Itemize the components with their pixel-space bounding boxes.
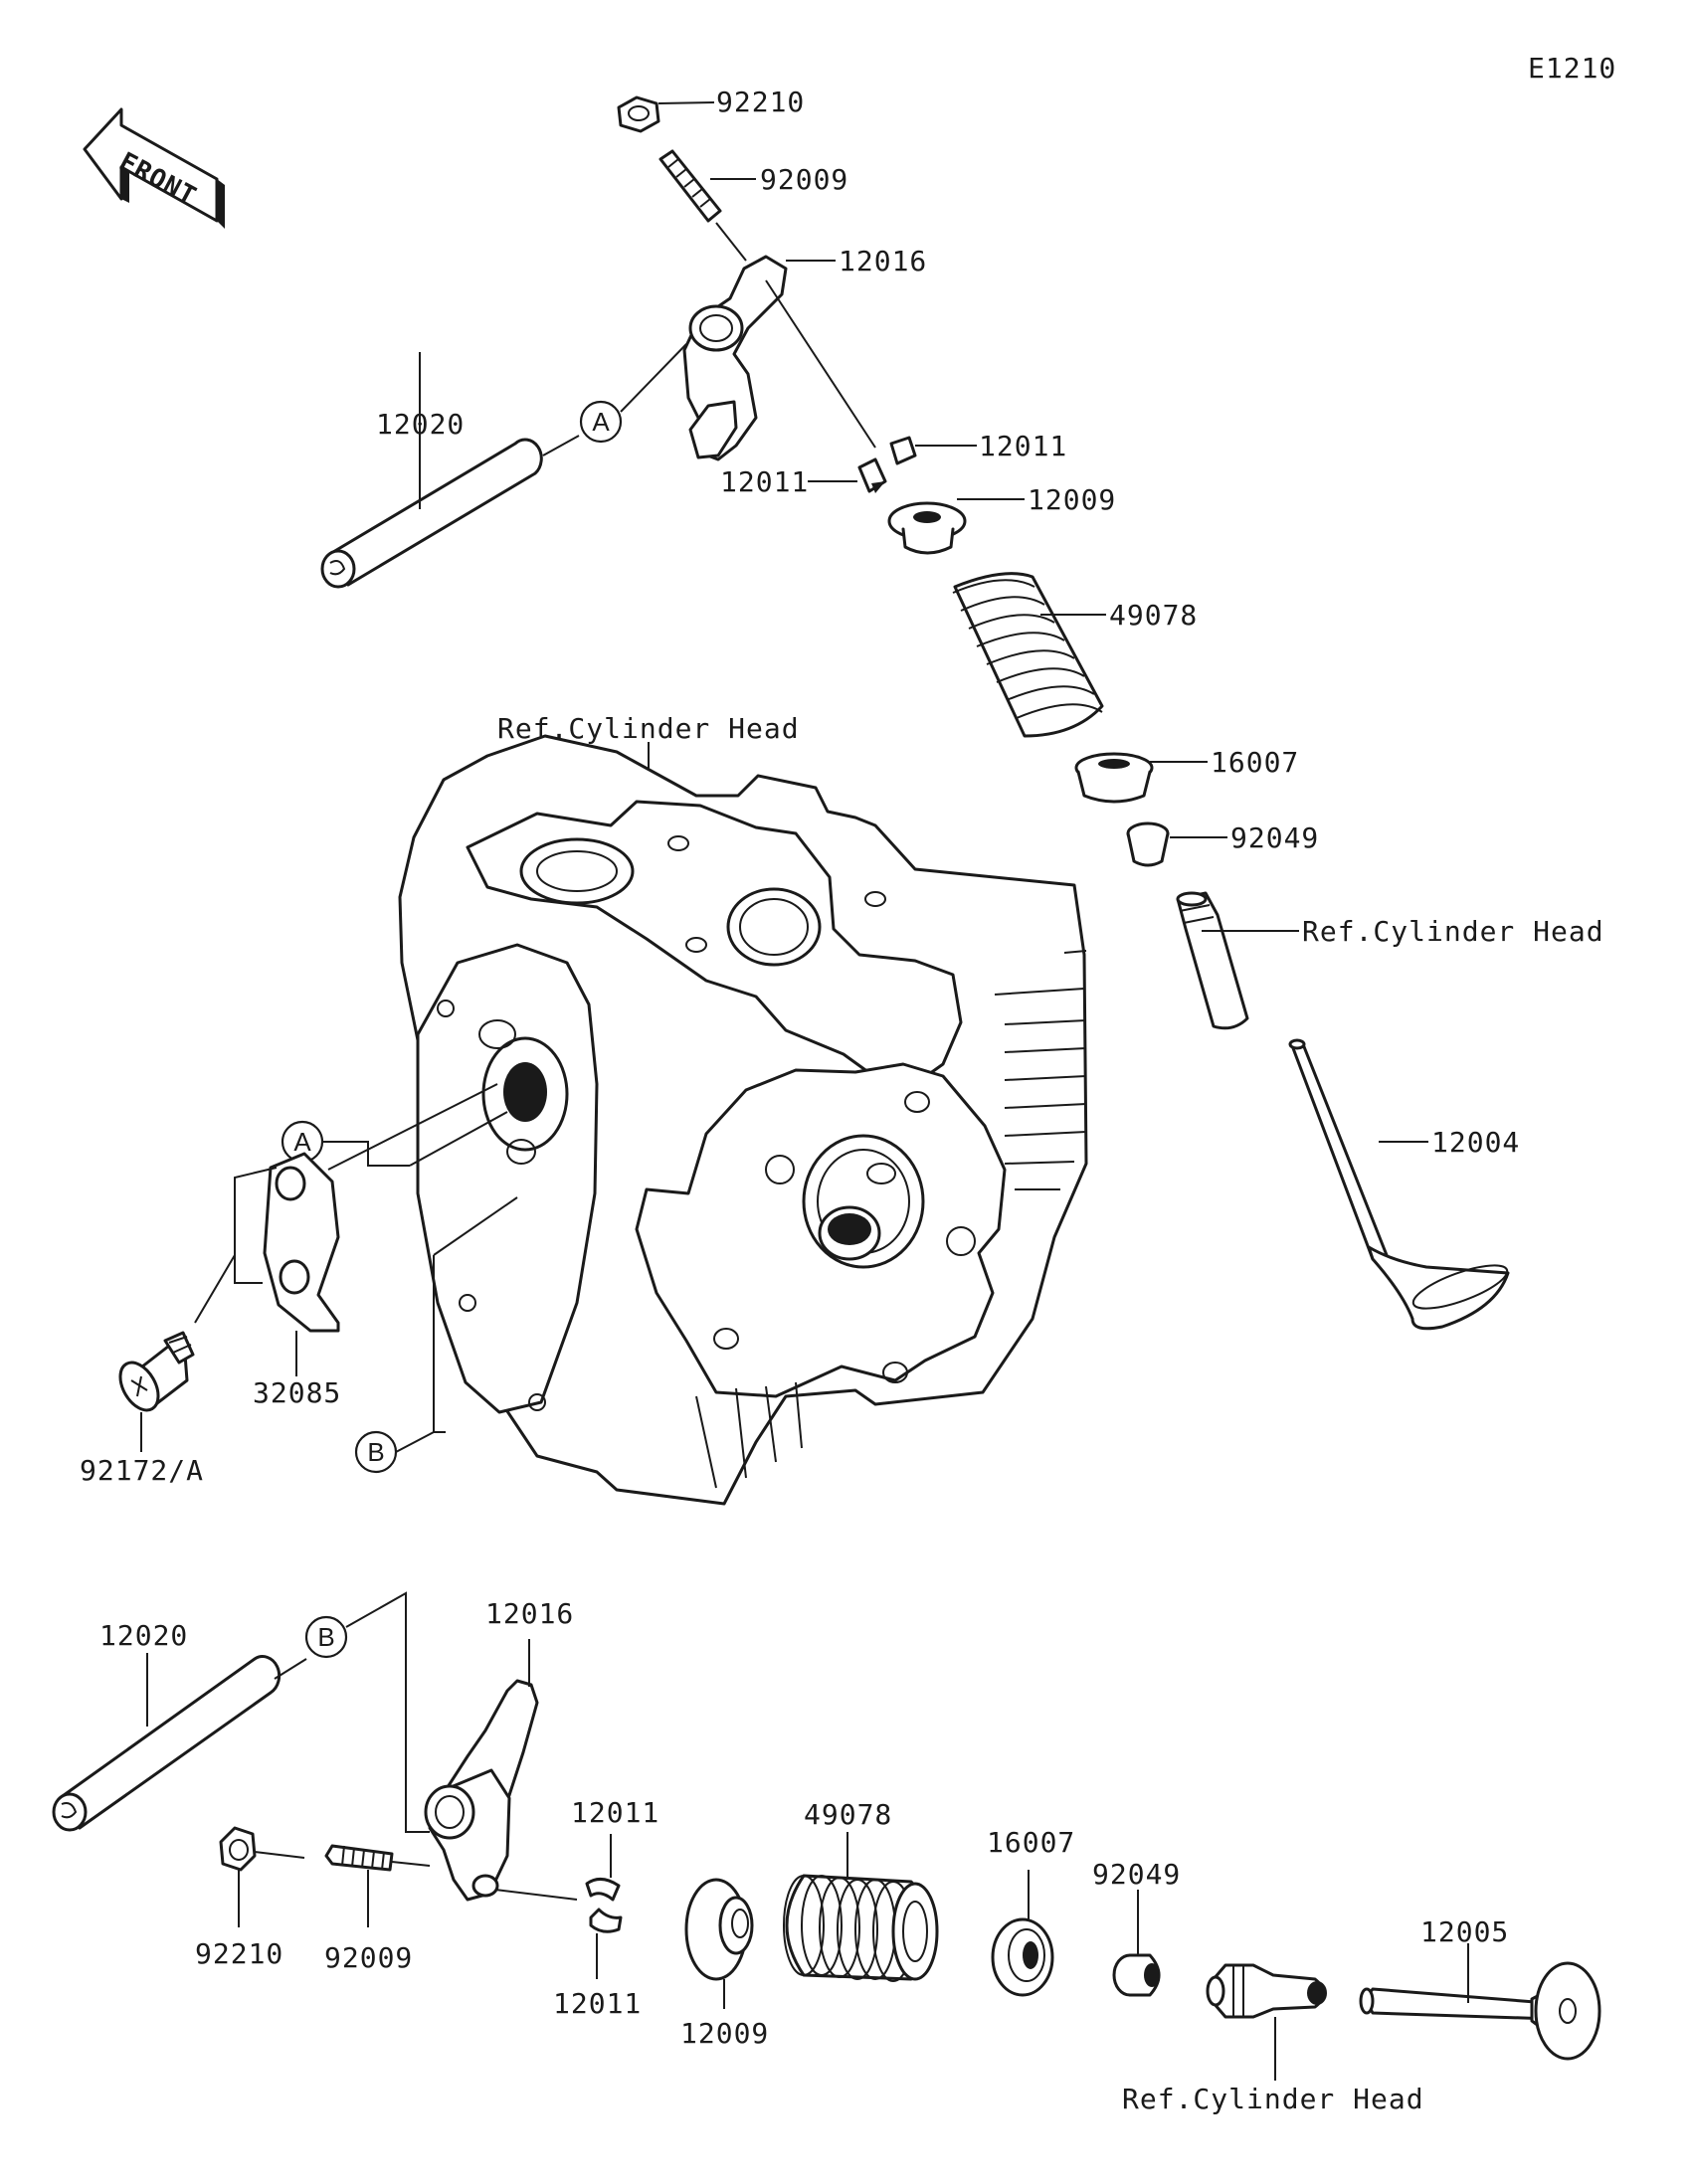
valve-spring-49078-top bbox=[952, 572, 1104, 738]
rocker-shaft-12020-top bbox=[320, 438, 543, 589]
stem-seal-92049-top bbox=[1126, 821, 1170, 867]
callout-bot-retainer: 12009 bbox=[680, 2017, 769, 2050]
nut-92210-bottom bbox=[219, 1826, 257, 1872]
ref-marker-b-head: B bbox=[354, 1430, 398, 1474]
valve-guide-top bbox=[1176, 891, 1249, 1030]
callout-top-adjust-screw: 92009 bbox=[760, 163, 848, 196]
valve-guide-bottom bbox=[1206, 1963, 1327, 2019]
rocker-arm-12016-top bbox=[682, 255, 788, 461]
callout-bot-nut: 92210 bbox=[195, 1937, 283, 1970]
callout-bot-rocker-arm: 12016 bbox=[485, 1597, 574, 1630]
callout-bot-cotter-bottom: 12011 bbox=[553, 1987, 642, 2020]
callout-ref-head-guide-top: Ref.Cylinder Head bbox=[1302, 915, 1604, 948]
callout-top-spring: 49078 bbox=[1109, 599, 1198, 632]
cotter-12011-bottom-top bbox=[585, 1878, 621, 1902]
callout-bot-rocker-shaft: 12020 bbox=[99, 1619, 188, 1652]
rocker-shaft-12020-bottom bbox=[52, 1655, 282, 1832]
plate-32085 bbox=[263, 1152, 340, 1333]
cylinder-head bbox=[398, 734, 1088, 1506]
callout-exhaust-valve: 12005 bbox=[1420, 1915, 1509, 1948]
svg-text:B: B bbox=[317, 1622, 334, 1652]
svg-text:A: A bbox=[293, 1127, 311, 1157]
valve-spring-49078-bottom bbox=[783, 1874, 939, 1982]
svg-text:B: B bbox=[367, 1437, 384, 1467]
callout-top-cotter-left: 12011 bbox=[720, 465, 809, 498]
callout-bot-stem-seal: 92049 bbox=[1092, 1858, 1181, 1891]
retainer-12009-top bbox=[887, 501, 967, 555]
stem-seal-92049-bottom bbox=[1112, 1953, 1161, 1997]
ref-marker-a-top: A bbox=[579, 400, 623, 444]
cotter-12011-top-left bbox=[857, 457, 887, 493]
screw-92172a bbox=[118, 1331, 195, 1412]
callout-top-nut: 92210 bbox=[716, 86, 805, 118]
front-arrow-icon: FRONT bbox=[83, 107, 225, 229]
ref-marker-b-bottom: B bbox=[304, 1615, 348, 1659]
callout-top-retainer: 12009 bbox=[1028, 483, 1116, 516]
callout-top-cotter-right: 12011 bbox=[979, 430, 1067, 462]
callout-top-spring-seat: 16007 bbox=[1211, 746, 1299, 779]
callout-screw: 92172/A bbox=[80, 1454, 204, 1487]
callout-ref-head-guide-bottom: Ref.Cylinder Head bbox=[1122, 2083, 1424, 2115]
rocker-arm-12016-bottom bbox=[424, 1679, 539, 1902]
cotter-12011-bottom-bottom bbox=[589, 1908, 623, 1933]
svg-text:A: A bbox=[592, 407, 610, 437]
callout-top-stem-seal: 92049 bbox=[1230, 821, 1319, 854]
nut-92210-top bbox=[617, 95, 660, 133]
callout-intake-valve: 12004 bbox=[1431, 1126, 1520, 1159]
callout-bot-cotter-top: 12011 bbox=[571, 1796, 659, 1829]
callout-plate: 32085 bbox=[253, 1376, 341, 1409]
adjust-screw-92009-bottom bbox=[324, 1844, 394, 1872]
cotter-12011-top-right bbox=[889, 436, 917, 465]
valve-12004-intake bbox=[1288, 1038, 1510, 1331]
spring-seat-16007-top bbox=[1074, 752, 1154, 804]
callout-bot-adjust-screw: 92009 bbox=[324, 1941, 413, 1974]
callout-bot-spring-seat: 16007 bbox=[987, 1826, 1075, 1859]
spring-seat-16007-bottom bbox=[991, 1917, 1054, 1997]
adjust-screw-92009-top bbox=[658, 149, 722, 223]
callout-top-rocker-arm: 12016 bbox=[839, 245, 927, 277]
callout-bot-spring: 49078 bbox=[804, 1798, 892, 1831]
diagram-code: E1210 bbox=[1528, 52, 1616, 85]
retainer-12009-bottom bbox=[684, 1878, 754, 1981]
callout-top-rocker-shaft: 12020 bbox=[376, 408, 465, 441]
valve-12005-exhaust bbox=[1359, 1961, 1601, 2061]
